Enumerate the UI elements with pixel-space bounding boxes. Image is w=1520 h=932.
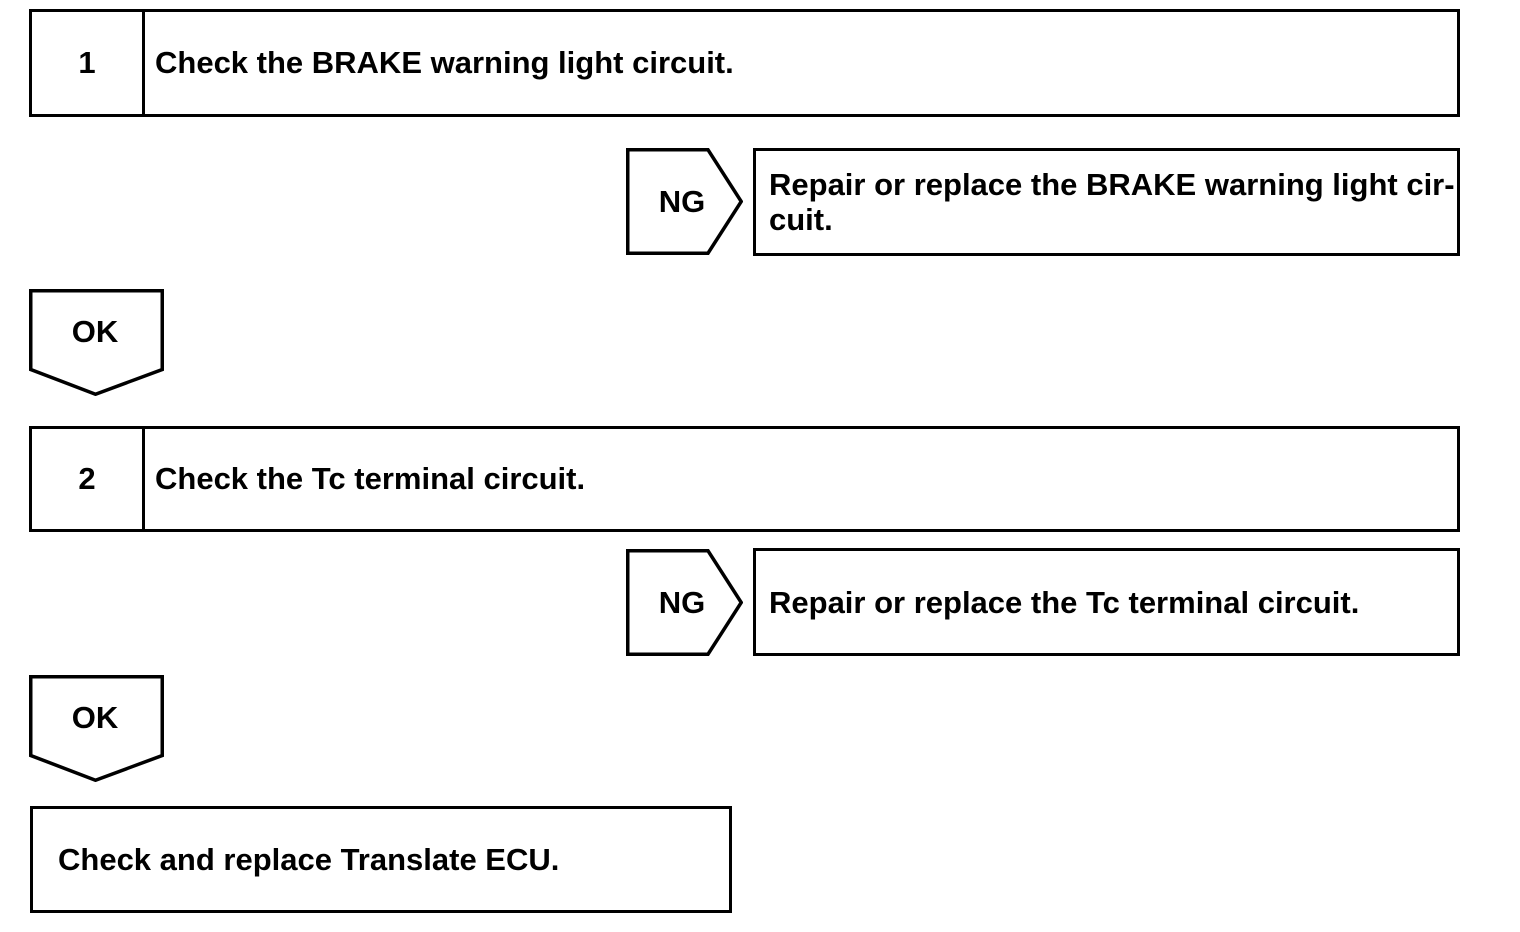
final-action-text: Check and replace Translate ECU.: [58, 841, 560, 877]
ng-arrow-icon: NG: [626, 549, 743, 656]
step-1-instruction: Check the BRAKE warning light circuit.: [155, 45, 734, 80]
ng-pentagon-shape: [626, 549, 743, 656]
ng-arrow-icon: NG: [626, 148, 743, 255]
step-1-box: 1 Check the BRAKE warning light circuit.: [29, 9, 1460, 117]
final-action-box: Check and replace Translate ECU.: [30, 806, 732, 913]
step-2-box: 2 Check the Tc terminal circuit.: [29, 426, 1460, 532]
ng-result-2-text: Repair or replace the Tc terminal circui…: [769, 584, 1360, 620]
ok-label: OK: [72, 314, 119, 349]
ng-label: NG: [659, 585, 706, 620]
ng-pentagon-shape: [626, 148, 743, 255]
ok-pentagon-shape: [29, 289, 164, 396]
ok-label: OK: [72, 700, 119, 735]
ng-result-2-box: Repair or replace the Tc terminal circui…: [753, 548, 1460, 656]
step-2-number: 2: [32, 429, 145, 529]
step-1-number: 1: [32, 12, 145, 114]
step-2-instruction: Check the Tc terminal circuit.: [155, 461, 586, 496]
ok-pentagon-shape: [29, 675, 164, 782]
ng-result-1-box: Repair or replace the BRAKE warning ligh…: [753, 148, 1460, 256]
ng-label: NG: [659, 184, 706, 219]
ng-result-1-text: Repair or replace the BRAKE warning ligh…: [769, 167, 1455, 237]
ok-arrow-icon: OK: [29, 289, 164, 396]
ok-arrow-icon: OK: [29, 675, 164, 782]
